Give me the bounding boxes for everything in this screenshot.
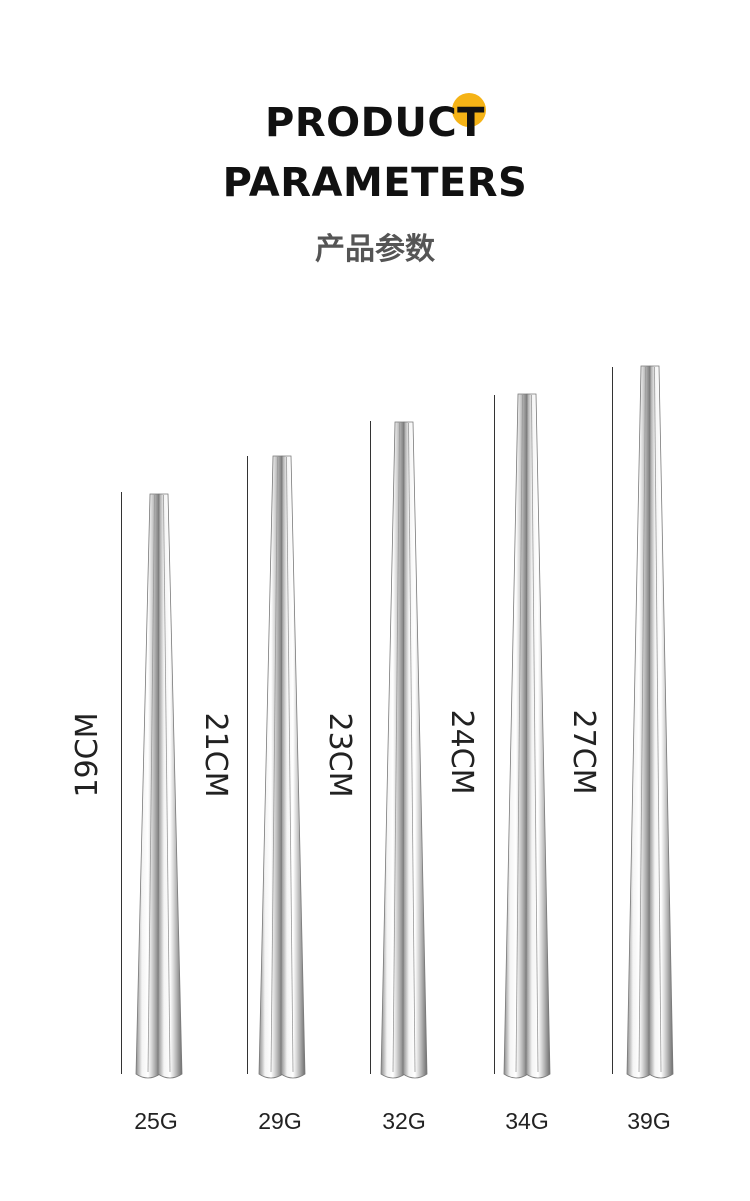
weight-label: 32G xyxy=(382,1108,426,1134)
guide-line xyxy=(370,421,371,1074)
subtitle: 产品参数 xyxy=(315,232,435,267)
title-line-1: PRODUCT xyxy=(265,100,485,146)
chopstick-facet xyxy=(270,456,278,1073)
length-label: 23CM xyxy=(322,712,357,798)
length-label: 24CM xyxy=(444,709,479,795)
guide-line xyxy=(612,367,613,1074)
chopstick xyxy=(157,493,183,1079)
guide-line xyxy=(494,395,495,1074)
chopstick-facet xyxy=(515,394,523,1073)
guide-line xyxy=(121,492,122,1074)
weight-label: 39G xyxy=(627,1108,671,1134)
chopstick-facet xyxy=(147,494,155,1073)
chopstick-facet xyxy=(163,494,171,1073)
chopstick xyxy=(135,493,161,1079)
chopstick xyxy=(626,365,652,1079)
chopsticks-image xyxy=(626,365,674,1079)
chopstick-facet xyxy=(638,366,646,1073)
chopstick xyxy=(648,365,674,1079)
chopstick-facet xyxy=(654,366,662,1073)
chopstick xyxy=(503,393,529,1079)
chopstick xyxy=(280,455,306,1079)
weight-label: 34G xyxy=(505,1108,549,1134)
chopstick-facet xyxy=(408,422,416,1073)
chopstick xyxy=(402,421,428,1079)
guide-line xyxy=(247,456,248,1074)
chopstick xyxy=(258,455,284,1079)
chopstick xyxy=(525,393,551,1079)
title-line-2: PARAMETERS xyxy=(222,160,528,206)
weight-label: 25G xyxy=(134,1108,178,1134)
length-label: 21CM xyxy=(198,712,233,798)
chopsticks-image xyxy=(503,393,551,1079)
weight-label: 29G xyxy=(258,1108,302,1134)
length-label: 19CM xyxy=(70,712,105,798)
chopstick xyxy=(380,421,406,1079)
chopstick-facet xyxy=(286,456,294,1073)
accent-dot xyxy=(452,93,486,127)
length-label: 27CM xyxy=(566,709,601,795)
chopsticks-image xyxy=(135,493,183,1079)
chopstick-facet xyxy=(531,394,539,1073)
chopstick-facet xyxy=(392,422,400,1073)
chopsticks-image xyxy=(258,455,306,1079)
chopsticks-image xyxy=(380,421,428,1079)
